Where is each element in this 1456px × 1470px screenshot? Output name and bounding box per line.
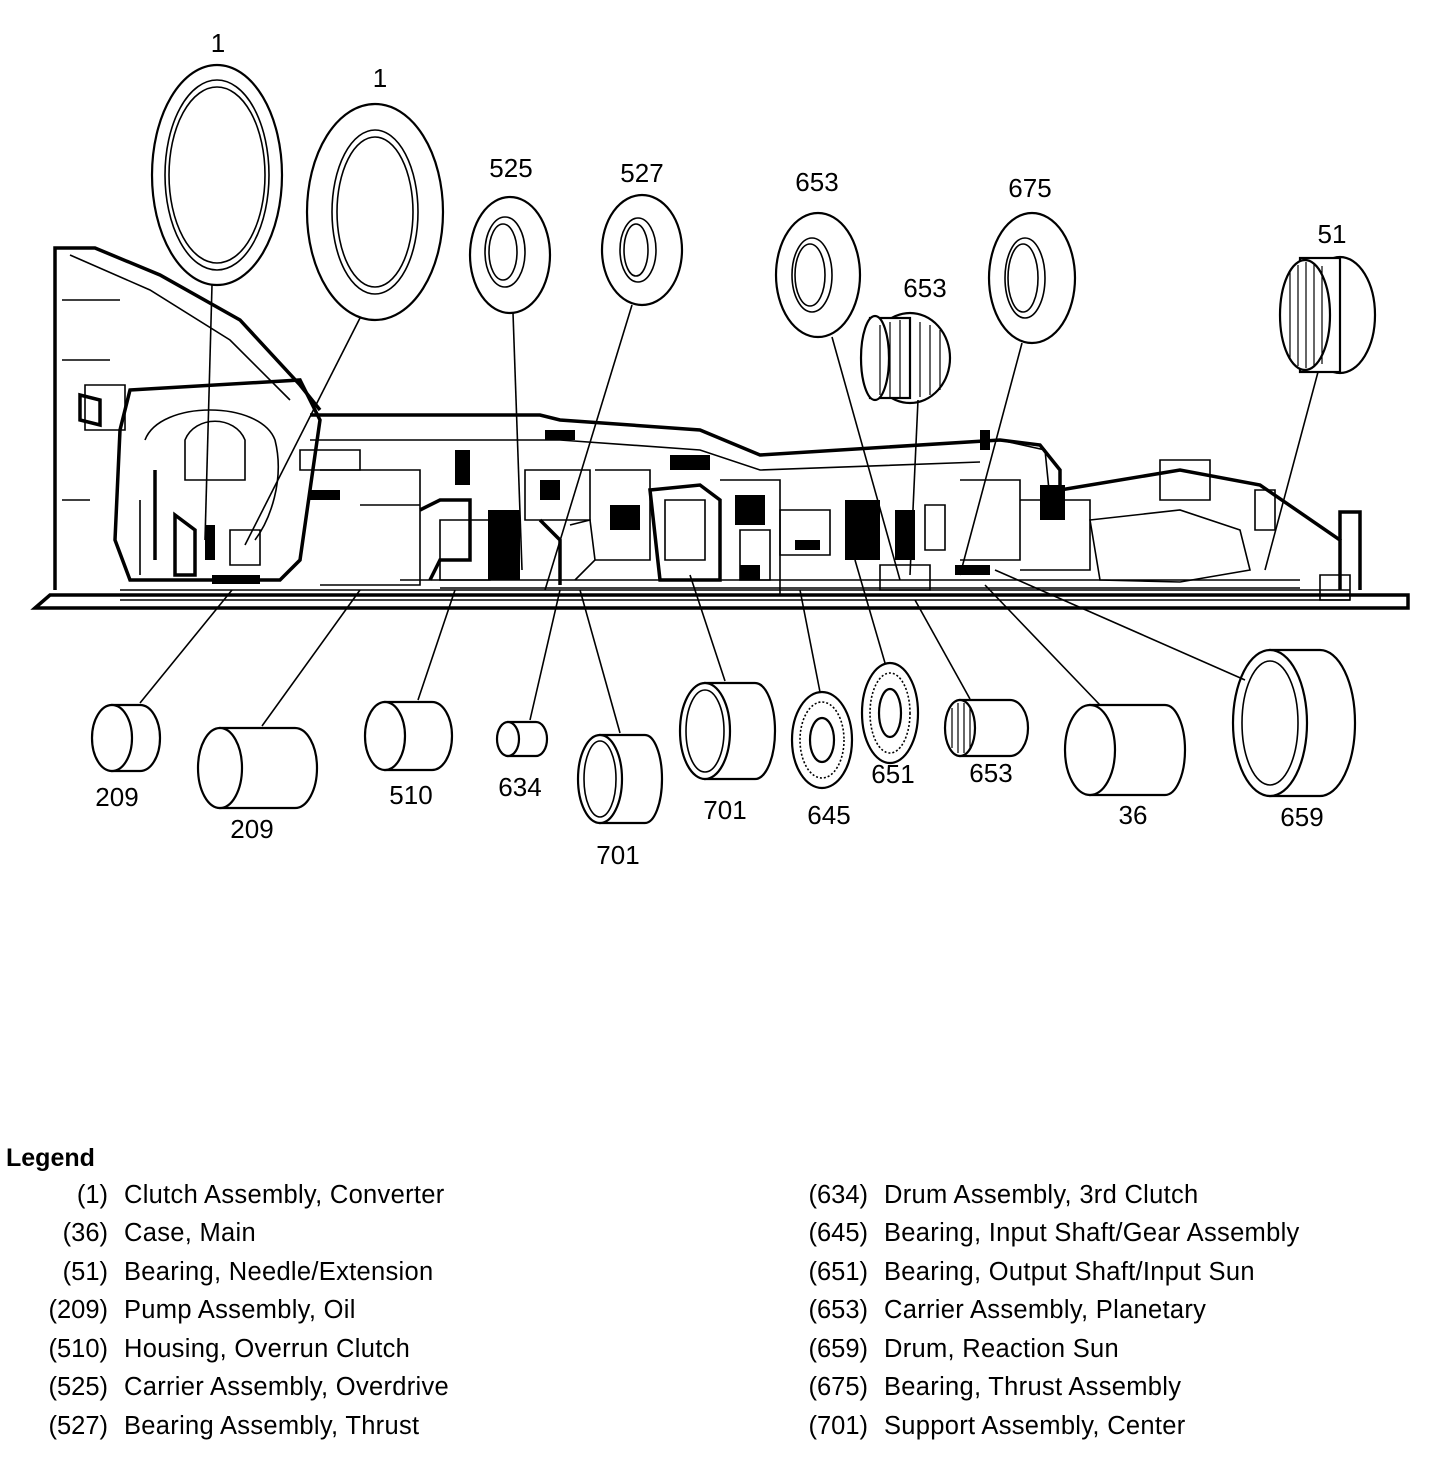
legend-description: Carrier Assembly, Planetary — [884, 1296, 1207, 1325]
legend-description: Drum Assembly, 3rd Clutch — [884, 1180, 1199, 1209]
callout-1-left: 1 — [211, 28, 225, 58]
part-659-reaction-sun-drum — [994, 569, 1357, 798]
legend-number: (645) — [808, 1219, 868, 1248]
legend-description: Bearing, Thrust Assembly — [884, 1373, 1182, 1402]
part-510-overrun-housing — [363, 589, 456, 772]
part-209-pump-small — [90, 589, 233, 773]
legend-item: (51) Bearing, Needle/Extension — [6, 1253, 449, 1292]
part-645-input-shaft-bearing — [790, 589, 854, 790]
legend-number: (651) — [808, 1257, 868, 1286]
legend-item: (527) Bearing Assembly, Thrust — [6, 1407, 449, 1446]
transmission-cross-section — [30, 246, 1410, 610]
legend-number: (209) — [48, 1296, 108, 1325]
legend-number: (659) — [808, 1334, 868, 1363]
callout-645: 645 — [807, 800, 850, 830]
callout-653-middle: 653 — [903, 273, 946, 303]
part-701-center-support-lower — [576, 589, 664, 825]
legend-number: (634) — [808, 1180, 868, 1209]
legend-description: Bearing, Needle/Extension — [124, 1257, 434, 1286]
legend-item: (651) Bearing, Output Shaft/Input Sun — [766, 1253, 1300, 1292]
legend-description: Bearing, Input Shaft/Gear Assembly — [884, 1219, 1300, 1248]
legend-description: Bearing, Output Shaft/Input Sun — [884, 1257, 1255, 1286]
legend-number: (36) — [62, 1219, 108, 1248]
legend-right-column: (634) Drum Assembly, 3rd Clutch (645) Bear… — [766, 1176, 1300, 1446]
legend-item: (675) Bearing, Thrust Assembly — [766, 1369, 1300, 1408]
legend-number: (527) — [48, 1411, 108, 1440]
callout-651: 651 — [871, 759, 914, 789]
legend-number: (653) — [808, 1296, 868, 1325]
legend-item: (659) Drum, Reaction Sun — [766, 1330, 1300, 1369]
legend-number: (510) — [48, 1334, 108, 1363]
legend-description: Housing, Overrun Clutch — [124, 1334, 411, 1363]
legend-number: (1) — [76, 1180, 108, 1209]
legend-number: (675) — [808, 1373, 868, 1402]
legend-description: Drum, Reaction Sun — [884, 1334, 1119, 1363]
legend-description: Bearing Assembly, Thrust — [124, 1411, 420, 1440]
legend-left-column: (1) Clutch Assembly, Converter (36) Case, … — [6, 1176, 449, 1446]
callout-653-top: 653 — [795, 167, 838, 197]
legend-description: Case, Main — [124, 1219, 256, 1248]
legend-description: Clutch Assembly, Converter — [124, 1180, 445, 1209]
transmission-exploded-diagram: 1 1 525 527 653 675 51 653 209 209 510 6… — [30, 28, 1410, 870]
legend-item: (510) Housing, Overrun Clutch — [6, 1330, 449, 1369]
legend-description: Pump Assembly, Oil — [124, 1296, 356, 1325]
part-701-center-support-upper — [678, 574, 777, 781]
callout-209-large: 209 — [230, 814, 273, 844]
legend-item: (209) Pump Assembly, Oil — [6, 1292, 449, 1331]
legend-title: Legend — [6, 1144, 95, 1172]
legend-description: Carrier Assembly, Overdrive — [124, 1373, 450, 1402]
part-651-output-shaft-bearing — [854, 559, 920, 765]
legend-item: (653) Carrier Assembly, Planetary — [766, 1292, 1300, 1331]
callout-209-small: 209 — [95, 782, 138, 812]
legend-item: (525) Carrier Assembly, Overdrive — [6, 1369, 449, 1408]
callout-659: 659 — [1280, 802, 1323, 832]
legend-number: (701) — [808, 1411, 868, 1440]
part-653-planetary-carrier-lower — [914, 599, 1030, 758]
callout-527: 527 — [620, 158, 663, 188]
part-51-needle-bearing-top — [1264, 255, 1377, 571]
callout-675: 675 — [1008, 173, 1051, 203]
part-653-planetary-carrier-top — [774, 211, 901, 581]
part-525-overdrive-carrier — [468, 195, 552, 571]
part-36-main-case — [984, 584, 1187, 797]
callout-701-lower: 701 — [596, 840, 639, 870]
legend-description: Support Assembly, Center — [884, 1411, 1186, 1440]
legend-item: (36) Case, Main — [6, 1215, 449, 1254]
legend-item: (701) Support Assembly, Center — [766, 1407, 1300, 1446]
callout-701-upper: 701 — [703, 795, 746, 825]
callout-1-right: 1 — [373, 63, 387, 93]
callout-634: 634 — [498, 772, 541, 802]
part-1-converter-clutch-left — [150, 63, 284, 541]
callout-labels: 1 1 525 527 653 675 51 653 209 209 510 6… — [95, 28, 1346, 870]
part-527-thrust-bearing — [544, 193, 684, 591]
callout-510: 510 — [389, 780, 432, 810]
legend-item: (645) Bearing, Input Shaft/Gear Assembly — [766, 1215, 1300, 1254]
part-653-planetary-carrier-middle — [859, 311, 952, 576]
legend-item: (634) Drum Assembly, 3rd Clutch — [766, 1176, 1300, 1215]
part-1-converter-clutch-right — [244, 102, 445, 546]
legend-number: (51) — [62, 1257, 108, 1286]
callout-36: 36 — [1119, 800, 1148, 830]
part-209-pump-large — [196, 589, 361, 810]
legend: Legend (1) Clutch Assembly, Converter (36… — [6, 1144, 1446, 1454]
legend-item: (1) Clutch Assembly, Converter — [6, 1176, 449, 1215]
callout-51: 51 — [1318, 219, 1347, 249]
callout-653-lower: 653 — [969, 758, 1012, 788]
part-675-thrust-bearing — [959, 211, 1077, 576]
part-634-3rd-clutch-drum — [495, 589, 561, 758]
legend-number: (525) — [48, 1373, 108, 1402]
callout-525: 525 — [489, 153, 532, 183]
